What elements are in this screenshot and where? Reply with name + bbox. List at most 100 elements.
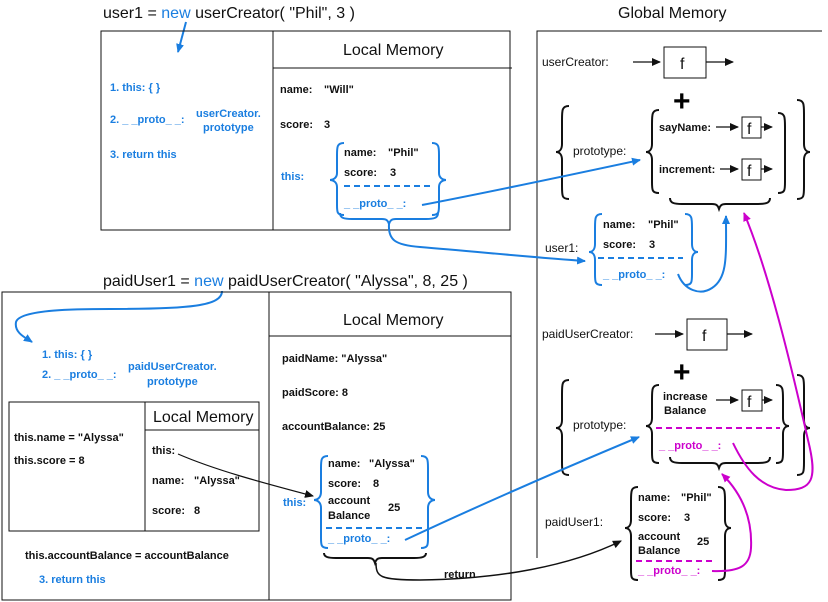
increasebalance-function-glyph: f	[747, 394, 752, 411]
top-obj-name-value: "Phil"	[388, 147, 419, 159]
return-label: return	[444, 569, 476, 581]
bottom-step-1: 1. this: { }	[42, 349, 93, 361]
inner-name-label: name:	[152, 475, 184, 487]
usercreator-function-box	[663, 46, 707, 79]
top-obj-right-brace	[431, 142, 447, 216]
global-paiduser1-label: paidUser1:	[545, 515, 603, 529]
global-memory-border	[536, 30, 822, 558]
increase-balance-label-1: increase	[663, 391, 708, 403]
top-score-value: 3	[324, 119, 330, 131]
bottom-step-2-target-2: prototype	[147, 376, 198, 388]
inner-line-name: this.name = "Alyssa"	[14, 432, 124, 444]
bottom-new-arrow	[14, 290, 223, 343]
increment-function-box	[741, 158, 762, 181]
paidusercreator-function-box	[686, 318, 728, 351]
increasebalance-function-box	[741, 389, 763, 412]
inner-context-box	[8, 401, 260, 532]
inner-name-value: "Alyssa"	[194, 475, 240, 487]
bottom-paidname: paidName: "Alyssa"	[282, 353, 387, 365]
user1-right-brace	[684, 213, 699, 286]
global-prototype2-label: prototype:	[573, 418, 626, 432]
user1-proto-to-prototype-arrow	[677, 215, 731, 293]
bottom-obj-name-label: name:	[328, 458, 360, 470]
prototype2-proto-to-prototype1-arrow	[732, 212, 814, 492]
bottom-step-2: 2. _ _proto_ _:	[42, 369, 117, 381]
proto1-outer-right-brace	[796, 99, 811, 200]
increment-label: increment:	[659, 164, 715, 176]
bottom-obj-score-value: 8	[373, 478, 379, 490]
bottom-obj-name-value: "Alyssa"	[369, 458, 415, 470]
bottom-account-line: this.accountBalance = accountBalance	[25, 550, 229, 562]
inner-local-memory-title: Local Memory	[153, 409, 253, 426]
top-step-1: 1. this: { }	[110, 82, 161, 94]
proto2-bottom-brace	[669, 456, 771, 472]
inner-this-label: this:	[152, 445, 175, 457]
bottom-obj-account-2: Balance	[328, 510, 370, 522]
bottom-obj-left-brace	[313, 455, 329, 549]
bottom-obj-bottom-brace	[323, 552, 427, 567]
user1-proto: _ _proto_ _:	[602, 269, 665, 281]
global-memory-title: Global Memory	[618, 5, 726, 22]
top-local-memory-title: Local Memory	[343, 42, 443, 59]
inner-this-to-local-memory-arrow	[177, 453, 314, 498]
top-call-title: user1 = new userCreator( "Phil", 3 )	[103, 5, 355, 22]
proto2-inner-left-brace	[645, 384, 660, 464]
proto2-inner-right-brace	[775, 384, 790, 464]
top-obj-proto: _ _proto_ _:	[343, 198, 406, 210]
bottom-paidscore: paidScore: 8	[282, 387, 348, 399]
bottom-call-title: paidUser1 = new paidUserCreator( "Alyssa…	[103, 273, 468, 290]
usercreator-function-glyph: f	[680, 56, 685, 73]
proto1-inner-left-brace	[645, 109, 660, 194]
bottom-step-3: 3. return this	[39, 574, 106, 586]
paiduser1-right-brace	[717, 486, 732, 581]
bottom-return-to-paiduser1-arrow	[375, 540, 622, 581]
bottom-obj-account-value: 25	[388, 502, 400, 514]
increment-function-glyph: f	[747, 163, 752, 180]
top-this-proto-to-prototype-arrow	[421, 157, 641, 206]
usercreator-plus: +	[673, 85, 691, 118]
global-usercreator-label: userCreator:	[542, 55, 609, 69]
top-obj-left-brace	[329, 142, 345, 216]
bottom-this-proto-to-prototype-arrow	[404, 436, 640, 541]
top-step-2: 2. _ _proto_ _:	[110, 114, 185, 126]
paiduser1-name-value: "Phil"	[681, 492, 712, 504]
proto1-bottom-brace	[669, 197, 771, 213]
user1-left-brace	[588, 213, 603, 286]
paiduser1-account-label-1: account	[638, 531, 681, 543]
top-obj-score-value: 3	[390, 167, 396, 179]
paiduser1-account-value: 25	[697, 536, 709, 548]
proto2-proto: _ _proto_ _:	[658, 440, 721, 452]
user1-name-value: "Phil"	[648, 219, 679, 231]
global-prototype-label: prototype:	[573, 144, 626, 158]
bottom-local-memory-title: Local Memory	[343, 312, 443, 329]
bottom-obj-account-1: account	[328, 495, 371, 507]
bottom-step-2-target: paidUserCreator.	[128, 361, 217, 373]
user1-score-value: 3	[649, 239, 655, 251]
sayname-function-box	[741, 116, 762, 139]
global-user1-label: user1:	[545, 241, 578, 255]
top-step-3: 3. return this	[110, 149, 177, 161]
user1-score-label: score:	[603, 239, 636, 251]
user1-name-label: name:	[603, 219, 635, 231]
paiduser1-score-value: 3	[684, 512, 690, 524]
top-this-label: this:	[281, 171, 304, 183]
global-paidusercreator-label: paidUserCreator:	[542, 327, 633, 341]
bottom-this-label: this:	[283, 497, 306, 509]
top-name-label: name:	[280, 84, 312, 96]
sayname-label: sayName:	[659, 122, 711, 134]
top-new-arrow	[176, 21, 187, 53]
top-obj-bottom-brace	[339, 212, 439, 228]
top-step-2-target: userCreator.	[196, 108, 261, 120]
bottom-context-box	[1, 291, 512, 601]
paidusercreator-function-glyph: f	[702, 328, 707, 345]
paiduser1-name-label: name:	[638, 492, 670, 504]
inner-line-score: this.score = 8	[14, 455, 85, 467]
top-step-2-target-2: prototype	[203, 122, 254, 134]
paiduser1-proto: _ _proto_ _:	[637, 565, 700, 577]
proto2-outer-left-brace	[555, 379, 570, 476]
proto1-inner-right-brace	[777, 112, 786, 194]
inner-score-label: score:	[152, 505, 185, 517]
proto1-outer-left-brace	[555, 105, 570, 200]
top-return-to-user1-arrow	[387, 223, 586, 265]
